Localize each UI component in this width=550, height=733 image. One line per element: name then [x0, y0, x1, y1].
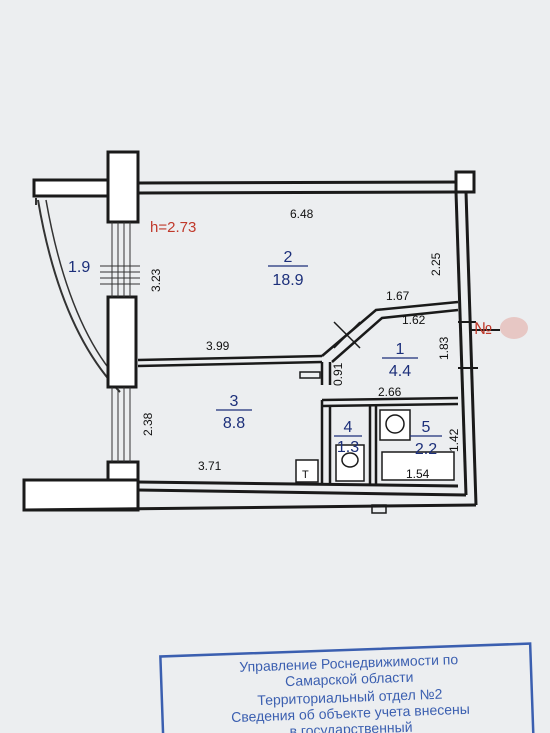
entrance-door	[458, 321, 500, 369]
dim-hall-width: 2.66	[378, 385, 402, 399]
dim-hall-right: 1.83	[437, 336, 451, 360]
room-number: 2	[284, 249, 293, 266]
dim-partition: 3.99	[206, 339, 230, 353]
vent-icon	[299, 371, 321, 379]
ceiling-height-label: h=2.73	[150, 219, 196, 236]
room-4-label: 4 1.3	[334, 419, 362, 456]
room-area: 4.4	[389, 363, 411, 380]
dimension-labels: 6.48 2.25 3.23 3.99 2.38 3.71 1.67 1.62 …	[141, 207, 461, 481]
room-number: 1	[396, 341, 405, 358]
room-5-label: 5 2.2	[410, 419, 442, 458]
dim-right-upper: 2.25	[429, 252, 443, 276]
room-labels: 2 18.9 3 8.8 1 4.4 4 1.3 5 2.2	[216, 249, 442, 458]
room-number: 4	[344, 419, 353, 436]
stamp-line-2: Самарской области	[285, 669, 414, 689]
room-number: 3	[230, 393, 239, 410]
bathtub-icon	[381, 451, 455, 481]
dim-hall-top2: 1.62	[402, 313, 426, 327]
room-area: 8.8	[223, 415, 245, 432]
stamp-line-5: в государственный	[289, 719, 412, 733]
room-number: 5	[422, 419, 431, 436]
dim-bath-width: 1.54	[406, 467, 430, 481]
dim-bottom-width: 3.71	[198, 459, 222, 473]
partitions	[137, 300, 459, 484]
stamp-line-1: Управление Роснедвижимости по	[239, 651, 459, 675]
dim-top-width: 6.48	[290, 207, 314, 221]
room-area: 2.2	[415, 441, 437, 458]
stamp-line-3: Территориальный отдел №2	[257, 686, 443, 708]
room-3-label: 3 8.8	[216, 393, 252, 432]
drain-icon	[371, 504, 387, 514]
redacted-number-blur	[500, 317, 528, 339]
fixtures	[295, 371, 455, 514]
balcony-area-label: 1.9	[68, 259, 90, 276]
walls	[22, 150, 478, 512]
dim-hall-top: 1.67	[386, 289, 410, 303]
stove-mark: Т	[302, 469, 309, 481]
stove-icon	[295, 459, 319, 483]
windows	[100, 222, 140, 462]
toilet-bowl-icon	[341, 452, 359, 468]
dim-left-lower: 2.38	[141, 412, 155, 436]
room-area: 1.3	[337, 439, 359, 456]
dim-left-upper: 3.23	[149, 268, 163, 292]
dim-hall-door: 0.91	[331, 362, 345, 386]
dim-bath-height: 1.42	[447, 428, 461, 452]
registry-stamp: Управление Роснедвижимости по Самарской …	[159, 642, 535, 733]
entrance-number-mark: №	[474, 319, 492, 338]
room-2-label: 2 18.9	[268, 249, 308, 289]
room-area: 18.9	[272, 272, 303, 289]
room-1-label: 1 4.4	[382, 341, 418, 380]
toilet-icon	[335, 444, 365, 482]
door-marker	[333, 321, 361, 349]
